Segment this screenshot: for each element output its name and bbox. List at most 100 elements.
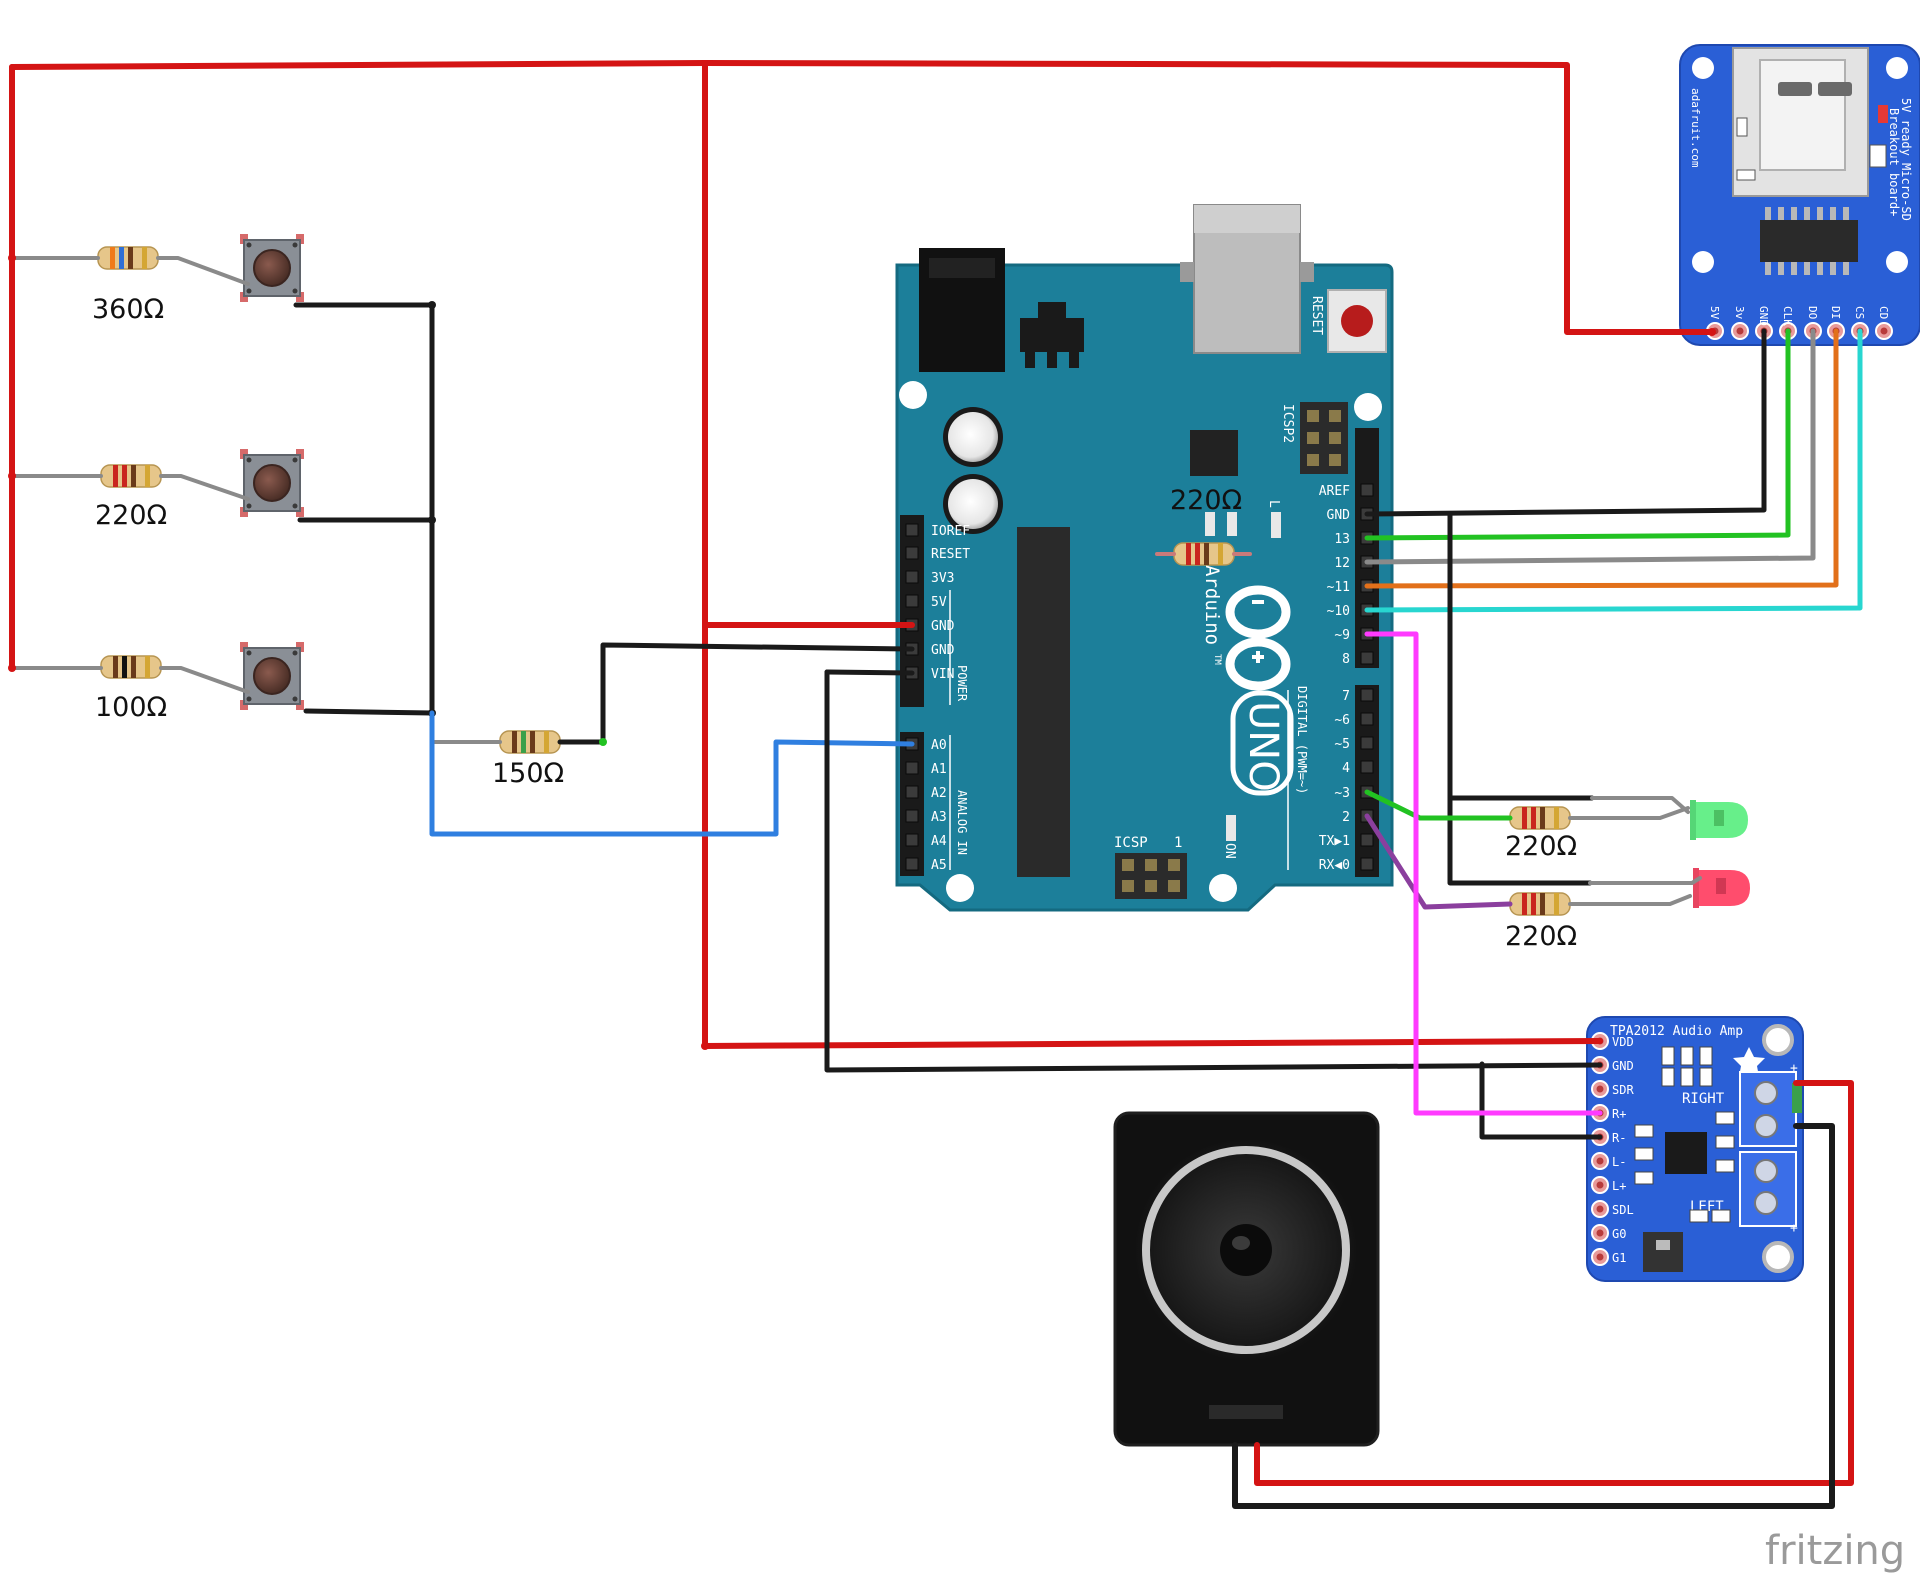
power-pin-label: VIN xyxy=(931,667,954,682)
analog-pin[interactable] xyxy=(905,761,919,775)
pushbutton-cap[interactable] xyxy=(253,464,291,502)
digital-lower-pins xyxy=(1360,688,1374,871)
usb-tab xyxy=(1300,262,1314,282)
mount-hole xyxy=(946,874,974,902)
microsd-breakout-board: 5V ready Micro-SD Breakout board+ adafru… xyxy=(1679,44,1920,346)
resistor-label-100: 100Ω xyxy=(95,692,167,723)
sd-title-line1: 5V ready Micro-SD xyxy=(1899,98,1913,221)
pushbutton[interactable] xyxy=(240,642,304,710)
wire-joint xyxy=(428,516,436,524)
power-pin-label: RESET xyxy=(931,547,970,562)
wire-led-red xyxy=(1364,813,1513,910)
amp-pin-label: G1 xyxy=(1612,1251,1626,1265)
amp-pin-hole xyxy=(1596,1229,1604,1237)
digital-pin[interactable] xyxy=(1360,688,1374,702)
smd-part xyxy=(1736,169,1756,181)
mount-hole xyxy=(1692,251,1714,273)
digital-pin[interactable] xyxy=(1360,833,1374,847)
reset-button-cap[interactable] xyxy=(1341,305,1373,337)
voltage-regulator xyxy=(1020,318,1084,352)
analog-header-pins xyxy=(905,737,919,871)
level-shifter-chip xyxy=(1760,220,1858,262)
pushbutton[interactable] xyxy=(240,449,304,517)
resistor xyxy=(97,246,159,270)
digital-pin-label: 4 xyxy=(1342,761,1350,776)
mount-hole xyxy=(1209,874,1237,902)
power-pin[interactable] xyxy=(905,594,919,608)
amp-pin-label: SDR xyxy=(1612,1083,1634,1097)
digital-pin-label: ~6 xyxy=(1334,713,1350,728)
wire-joint xyxy=(599,738,607,746)
mount-hole xyxy=(1762,1241,1794,1273)
digital-pin[interactable] xyxy=(1360,651,1374,665)
pushbutton[interactable] xyxy=(240,234,304,302)
power-pin-label: GND xyxy=(931,619,955,634)
power-pin[interactable] xyxy=(905,570,919,584)
sd-title-line2: Breakout board+ xyxy=(1887,108,1901,216)
resistor xyxy=(1509,892,1571,916)
slot-contact xyxy=(1778,82,1812,96)
wire-resistor-lead xyxy=(159,474,250,501)
wire-gnd-arduino xyxy=(824,669,915,676)
digital-pin-label: 8 xyxy=(1342,652,1350,667)
digital-pin[interactable] xyxy=(1360,736,1374,750)
tpa2012-amp-board: TPA2012 Audio Amp RIGHT LEFT + - + VDDGN… xyxy=(1586,1016,1804,1282)
mount-hole xyxy=(1354,393,1382,421)
digital-pin[interactable] xyxy=(1360,760,1374,774)
digital-pin[interactable] xyxy=(1360,483,1374,497)
arduino-uno-board: RESET ICSP2 L ON Arduino TM UNO xyxy=(895,204,1394,912)
analog-pin[interactable] xyxy=(905,809,919,823)
sd-brand: adafruit.com xyxy=(1689,88,1702,168)
sd-pin-hole xyxy=(1736,327,1744,335)
amp-pin-label: VDD xyxy=(1612,1035,1634,1049)
wire-analog-a0 xyxy=(429,710,915,837)
wire-audio-signal xyxy=(1364,631,1603,1116)
pushbutton-cap[interactable] xyxy=(253,249,291,287)
analog-pin-label: A4 xyxy=(931,834,947,849)
pushbutton-cap[interactable] xyxy=(253,657,291,695)
analog-pin[interactable] xyxy=(905,785,919,799)
analog-pin-label: A3 xyxy=(931,810,947,825)
digital-pin[interactable] xyxy=(1360,712,1374,726)
sd-pin-label: GND xyxy=(1757,306,1770,326)
wire-button3-out xyxy=(303,708,435,716)
wire-sd-do xyxy=(1364,328,1816,565)
wire-resistor-lead xyxy=(156,256,250,286)
chip-legs xyxy=(1765,207,1849,275)
usb-tab xyxy=(1180,262,1194,282)
power-pin[interactable] xyxy=(905,523,919,537)
amp-smd-parts xyxy=(1634,1046,1735,1223)
usb-connector-top xyxy=(1194,205,1300,233)
arduino-brand: Arduino xyxy=(1201,565,1223,645)
analog-header-label: ANALOG IN xyxy=(955,790,969,855)
wire-joint xyxy=(428,301,436,309)
smd-part xyxy=(1736,117,1748,137)
speaker[interactable] xyxy=(1113,1111,1380,1447)
sd-pin-label: 3v xyxy=(1733,306,1746,320)
wire-joint xyxy=(8,472,16,480)
green-led xyxy=(1690,800,1748,840)
sd-activity-led xyxy=(1878,105,1888,123)
power-pin-label: IOREF xyxy=(931,524,970,539)
amp-pin-hole xyxy=(1596,1181,1604,1189)
wire-resistor-lead xyxy=(159,666,250,694)
amp-chip xyxy=(1665,1132,1707,1174)
on-led xyxy=(1226,815,1236,841)
amp-pin-label: R+ xyxy=(1612,1107,1626,1121)
power-pin[interactable] xyxy=(905,546,919,560)
wire-led-red-lead xyxy=(1568,894,1692,906)
l-led-label: L xyxy=(1266,500,1281,508)
wire-led-green-cathode xyxy=(1590,796,1690,814)
adafruit-star-icon xyxy=(1733,1047,1765,1077)
analog-pin[interactable] xyxy=(905,857,919,871)
amp-switch xyxy=(1643,1232,1683,1272)
digital-pin[interactable] xyxy=(1360,857,1374,871)
sd-pin-label: CLK xyxy=(1781,306,1794,326)
microsd-slot-inner xyxy=(1759,59,1846,171)
analog-pin[interactable] xyxy=(905,833,919,847)
mount-hole xyxy=(899,381,927,409)
resistor xyxy=(1509,806,1571,830)
atmega-chip xyxy=(1017,527,1070,877)
amp-switch-knob xyxy=(1656,1240,1670,1250)
usb-chip xyxy=(1190,430,1238,476)
